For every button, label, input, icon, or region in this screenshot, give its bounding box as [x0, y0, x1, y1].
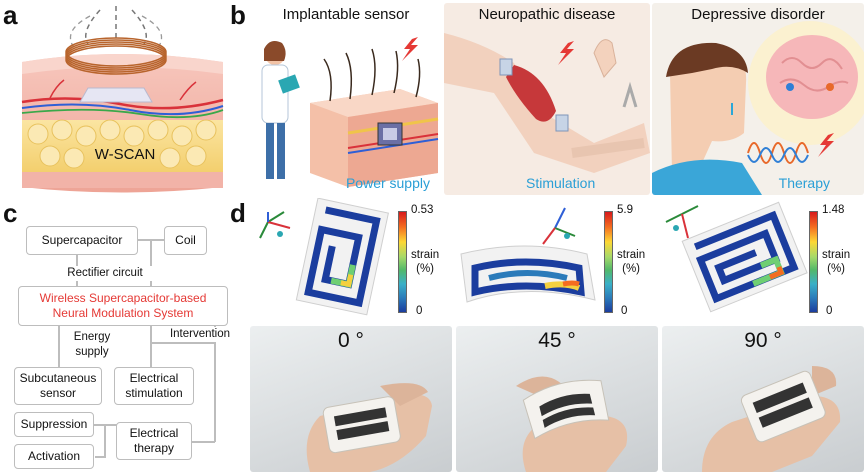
colorbar-min: 0 — [621, 305, 628, 317]
section-title: Depressive disorder — [691, 6, 825, 23]
connector — [150, 342, 152, 368]
strain-map-0deg — [250, 197, 400, 320]
colorbar-max: 0.53 — [411, 204, 434, 216]
axis-triad-icon — [542, 207, 576, 245]
panel-label-c: c — [3, 198, 18, 228]
unit-line1: strain — [411, 249, 440, 261]
electrical-stimulation-box: Electrical stimulation — [114, 367, 194, 405]
system-title-line1: Wireless Supercapacitor-based — [39, 291, 207, 305]
section-title: Implantable sensor — [282, 6, 410, 23]
connector — [150, 239, 152, 286]
suppression-box: Suppression — [14, 412, 94, 437]
connector — [150, 326, 152, 342]
unit-line1: strain — [617, 249, 646, 261]
colorbar-0deg — [398, 211, 407, 313]
unit-line2: (%) — [416, 262, 434, 275]
connector — [214, 326, 216, 442]
colorbar-unit: strain (%) — [822, 249, 851, 275]
colorbar-45deg — [604, 211, 613, 313]
strain-map-90deg — [658, 198, 808, 320]
subcutaneous-line2: sensor — [39, 386, 76, 400]
section-caption: Stimulation — [526, 175, 596, 191]
connector — [95, 456, 106, 458]
strain-map-45deg — [455, 198, 605, 320]
axis-triad-icon — [665, 205, 699, 239]
suppression-label: Suppression — [20, 417, 88, 431]
therapy-line1: Electrical — [129, 426, 179, 440]
therapy-line2: therapy — [133, 441, 175, 455]
colorbar-min: 0 — [826, 305, 833, 317]
connector — [58, 326, 60, 368]
intervention-label: Intervention — [160, 327, 240, 342]
unit-line2: (%) — [827, 262, 845, 275]
depressive-disorder-section: Depressive disorder Therapy — [652, 3, 864, 195]
energy-line1: Energy — [73, 331, 111, 343]
coil-box: Coil — [164, 226, 207, 255]
arm-muscle-illustration — [444, 33, 650, 173]
supercapacitor-box: Supercapacitor — [26, 226, 138, 255]
photo-45deg — [456, 326, 658, 472]
colorbar-unit: strain (%) — [411, 249, 440, 275]
activation-label: Activation — [27, 449, 81, 463]
patient-brain-illustration — [652, 21, 864, 195]
coil-label: Coil — [175, 233, 196, 247]
subcutaneous-line1: Subcutaneous — [19, 371, 97, 385]
scientist-skin-illustration — [261, 37, 439, 187]
unit-line1: strain — [822, 249, 851, 261]
energy-line2: supply — [75, 345, 109, 358]
section-title: Neuropathic disease — [478, 6, 616, 23]
stimulation-line2: stimulation — [125, 386, 183, 400]
angle-label: 90 ° — [744, 329, 782, 352]
neuropathic-disease-section: Neuropathic disease Stimulation — [444, 3, 650, 195]
connector — [104, 424, 106, 456]
section-caption: Therapy — [778, 175, 830, 191]
angle-label: 0 ° — [338, 329, 364, 352]
colorbar-unit: strain (%) — [617, 249, 646, 275]
skin-illustration — [20, 2, 225, 194]
rectifier-label: Rectifier circuit — [40, 266, 170, 281]
colorbar-max: 1.48 — [822, 204, 845, 216]
colorbar-min: 0 — [416, 305, 423, 317]
panel-label-d: d — [230, 198, 246, 228]
supercapacitor-label: Supercapacitor — [41, 233, 123, 247]
system-box: Wireless Supercapacitor-based Neural Mod… — [18, 286, 228, 326]
section-caption: Power supply — [345, 175, 430, 191]
photo-90deg — [662, 326, 864, 472]
connector — [190, 441, 215, 443]
subcutaneous-sensor-box: Subcutaneous sensor — [14, 367, 102, 405]
axis-triad-icon — [259, 211, 291, 239]
activation-box: Activation — [14, 444, 94, 469]
device-label: W-SCAN — [94, 146, 156, 163]
system-title-line2: Neural Modulation System — [52, 306, 194, 320]
colorbar-90deg — [809, 211, 818, 313]
stimulation-line1: Electrical — [129, 371, 179, 385]
photo-0deg — [250, 326, 452, 472]
angle-label: 45 ° — [538, 329, 576, 352]
unit-line2: (%) — [622, 262, 640, 275]
electrical-therapy-box: Electrical therapy — [116, 422, 192, 460]
energy-supply-label: Energy supply — [62, 330, 122, 360]
panel-label-b: b — [230, 0, 246, 30]
colorbar-max: 5.9 — [617, 204, 633, 216]
panel-label-a: a — [3, 0, 18, 30]
connector — [150, 342, 214, 344]
implantable-sensor-section: Implantable sensor Power supply — [250, 3, 442, 195]
